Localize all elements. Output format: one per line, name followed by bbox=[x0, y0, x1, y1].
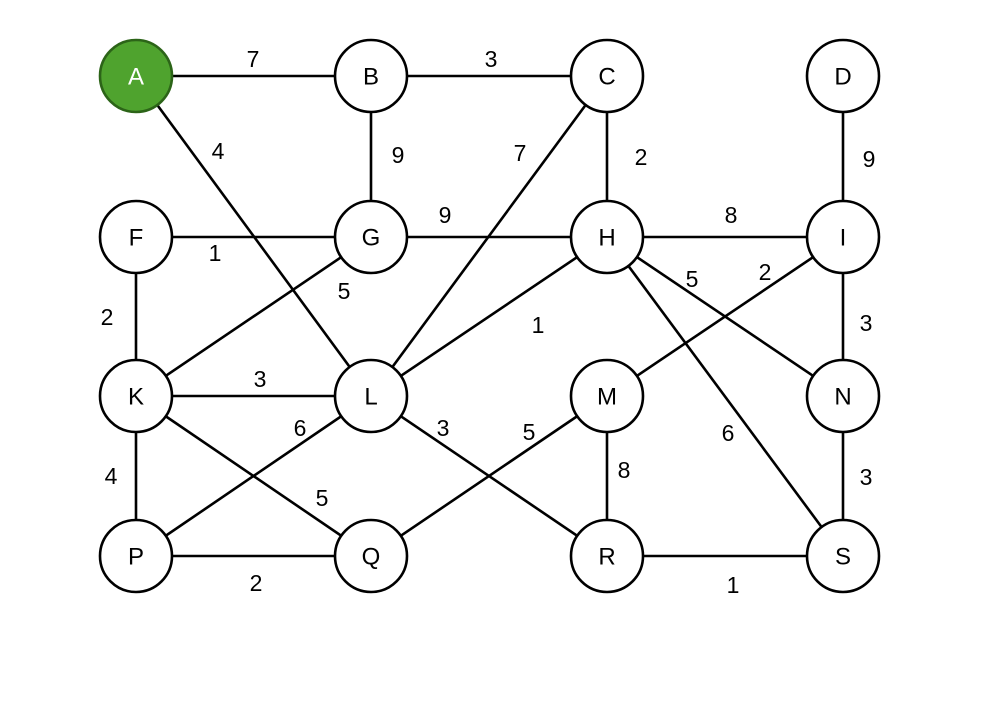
node-m: M bbox=[569, 358, 645, 434]
node-n: N bbox=[805, 358, 881, 434]
node-circle bbox=[805, 199, 881, 275]
node-label: D bbox=[834, 64, 851, 91]
node-label: C bbox=[598, 64, 615, 91]
edge-weight-n-s: 3 bbox=[860, 464, 873, 490]
edge-weight-l-p: 6 bbox=[294, 415, 307, 441]
edge-weight-k-l: 3 bbox=[254, 366, 267, 392]
node-circle bbox=[569, 38, 645, 114]
node-label: G bbox=[362, 225, 381, 252]
node-k: K bbox=[98, 358, 174, 434]
node-label: K bbox=[128, 384, 144, 411]
node-h: H bbox=[569, 199, 645, 275]
edges-layer bbox=[134, 74, 845, 558]
edge-weight-f-g: 1 bbox=[209, 240, 222, 266]
edge-weight-h-n: 5 bbox=[686, 266, 699, 292]
node-circle bbox=[333, 199, 409, 275]
node-label: F bbox=[129, 225, 144, 252]
edge-weight-i-m: 2 bbox=[759, 259, 772, 285]
node-label: R bbox=[598, 544, 615, 571]
edge-weight-m-r: 8 bbox=[618, 457, 631, 483]
node-q: Q bbox=[333, 518, 409, 594]
node-circle bbox=[569, 518, 645, 594]
edge-weight-c-l: 7 bbox=[514, 140, 527, 166]
edge-h-l bbox=[370, 235, 608, 398]
edge-weight-g-h: 9 bbox=[439, 202, 452, 228]
node-circle bbox=[569, 199, 645, 275]
node-p: P bbox=[98, 518, 174, 594]
edge-weight-h-s: 6 bbox=[722, 420, 735, 446]
edge-weight-a-b: 7 bbox=[247, 46, 260, 72]
node-s: S bbox=[805, 518, 881, 594]
node-circle bbox=[333, 358, 409, 434]
node-b: B bbox=[333, 38, 409, 114]
edge-weight-k-q: 5 bbox=[316, 485, 329, 511]
node-f: F bbox=[98, 199, 174, 275]
node-label: P bbox=[128, 544, 144, 571]
node-label: L bbox=[364, 384, 377, 411]
node-circle bbox=[805, 358, 881, 434]
edge-weight-p-q: 2 bbox=[250, 570, 263, 596]
edge-weight-h-i: 8 bbox=[725, 202, 738, 228]
edge-l-p bbox=[135, 394, 372, 558]
node-label: H bbox=[598, 225, 615, 252]
edge-h-s bbox=[605, 236, 845, 557]
edge-weight-l-r: 3 bbox=[437, 415, 450, 441]
node-label: Q bbox=[362, 544, 381, 571]
nodes-layer: A B C D F G H I K L M N P Q R S bbox=[98, 38, 881, 594]
edge-weight-c-h: 2 bbox=[635, 144, 648, 170]
edge-weight-m-q: 5 bbox=[523, 419, 536, 445]
node-circle bbox=[98, 38, 174, 114]
edge-weight-g-k: 5 bbox=[338, 278, 351, 304]
edge-weight-k-p: 4 bbox=[105, 463, 118, 489]
edge-weight-f-k: 2 bbox=[101, 304, 114, 330]
node-i: I bbox=[805, 199, 881, 275]
edge-i-m bbox=[606, 235, 844, 398]
edge-weight-r-s: 1 bbox=[727, 572, 740, 598]
node-d: D bbox=[805, 38, 881, 114]
edge-weight-h-l: 1 bbox=[532, 312, 545, 338]
node-r: R bbox=[569, 518, 645, 594]
node-circle bbox=[333, 518, 409, 594]
node-circle bbox=[333, 38, 409, 114]
node-g: G bbox=[333, 199, 409, 275]
node-label: B bbox=[363, 64, 379, 91]
edge-weight-i-n: 3 bbox=[860, 310, 873, 336]
node-c: C bbox=[569, 38, 645, 114]
node-label: A bbox=[128, 64, 144, 91]
node-a: A bbox=[98, 38, 174, 114]
edge-weight-b-c: 3 bbox=[485, 46, 498, 72]
node-circle bbox=[805, 518, 881, 594]
weights-layer: 7 4 3 9 2 7 9 1 2 9 5 8 1 5 6 2 3 3 4 5 6 3 5 8 3 2 1 bbox=[101, 46, 876, 598]
node-circle bbox=[98, 199, 174, 275]
node-circle bbox=[98, 518, 174, 594]
edge-weight-d-i: 9 bbox=[863, 146, 876, 172]
node-circle bbox=[569, 358, 645, 434]
edge-weight-a-l: 4 bbox=[212, 138, 225, 164]
edge-m-q bbox=[370, 394, 608, 558]
edge-weight-b-g: 9 bbox=[392, 142, 405, 168]
node-l: L bbox=[333, 358, 409, 434]
node-circle bbox=[805, 38, 881, 114]
node-label: I bbox=[840, 225, 847, 252]
node-circle bbox=[98, 358, 174, 434]
edge-g-k bbox=[135, 235, 372, 398]
node-label: N bbox=[834, 384, 851, 411]
node-label: M bbox=[597, 384, 617, 411]
node-label: S bbox=[835, 544, 851, 571]
